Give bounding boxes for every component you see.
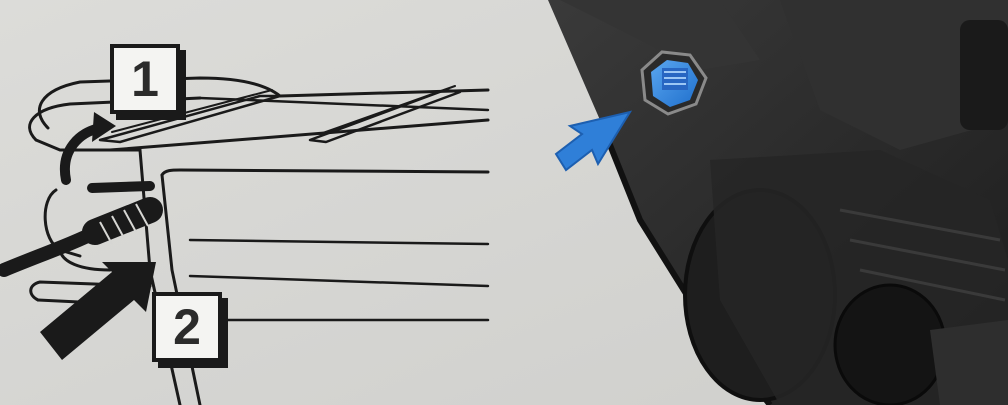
step-badge-1: 1 <box>110 44 180 114</box>
step-badge-2: 2 <box>152 292 222 362</box>
socket-right <box>835 285 945 405</box>
